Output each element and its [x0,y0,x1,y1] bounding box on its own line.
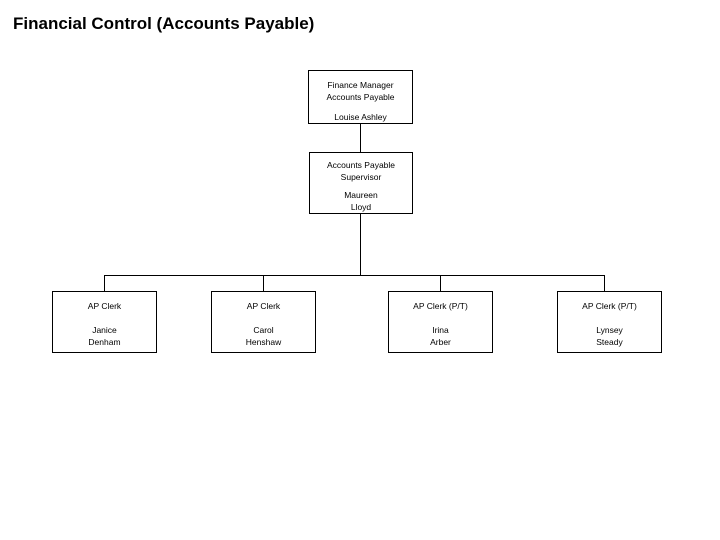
org-node-person: Lynsey Steady [596,325,623,347]
org-node-role: AP Clerk [87,301,122,311]
connector-manager-to-supervisor [360,124,361,152]
org-node-ap-clerk-2[interactable]: AP Clerk Carol Henshaw [211,291,316,353]
org-node-role: Finance Manager Accounts Payable [326,80,395,102]
page-title: Financial Control (Accounts Payable) [13,14,315,33]
org-node-person: Louise Ashley [334,112,387,122]
org-node-role: AP Clerk [246,301,281,311]
org-node-ap-clerk-3[interactable]: AP Clerk (P/T) Irina Arber [388,291,493,353]
org-node-person: Carol Henshaw [245,325,282,347]
org-node-person: Maureen Lloyd [344,190,378,212]
connector-drop-clerk-2 [263,275,264,291]
connector-horizontal-bus [104,275,605,276]
connector-drop-clerk-3 [440,275,441,291]
org-node-ap-supervisor[interactable]: Accounts Payable Supervisor Maureen Lloy… [309,152,413,214]
org-node-finance-manager[interactable]: Finance Manager Accounts Payable Louise … [308,70,413,124]
connector-drop-clerk-4 [604,275,605,291]
connector-supervisor-stem [360,214,361,276]
org-node-role: AP Clerk (P/T) [413,301,468,311]
connector-drop-clerk-1 [104,275,105,291]
org-node-ap-clerk-4[interactable]: AP Clerk (P/T) Lynsey Steady [557,291,662,353]
org-node-role: Accounts Payable Supervisor [326,160,396,182]
org-node-role: AP Clerk (P/T) [582,301,637,311]
org-node-ap-clerk-1[interactable]: AP Clerk Janice Denham [52,291,157,353]
org-node-person: Janice Denham [88,325,121,347]
org-node-person: Irina Arber [430,325,451,347]
